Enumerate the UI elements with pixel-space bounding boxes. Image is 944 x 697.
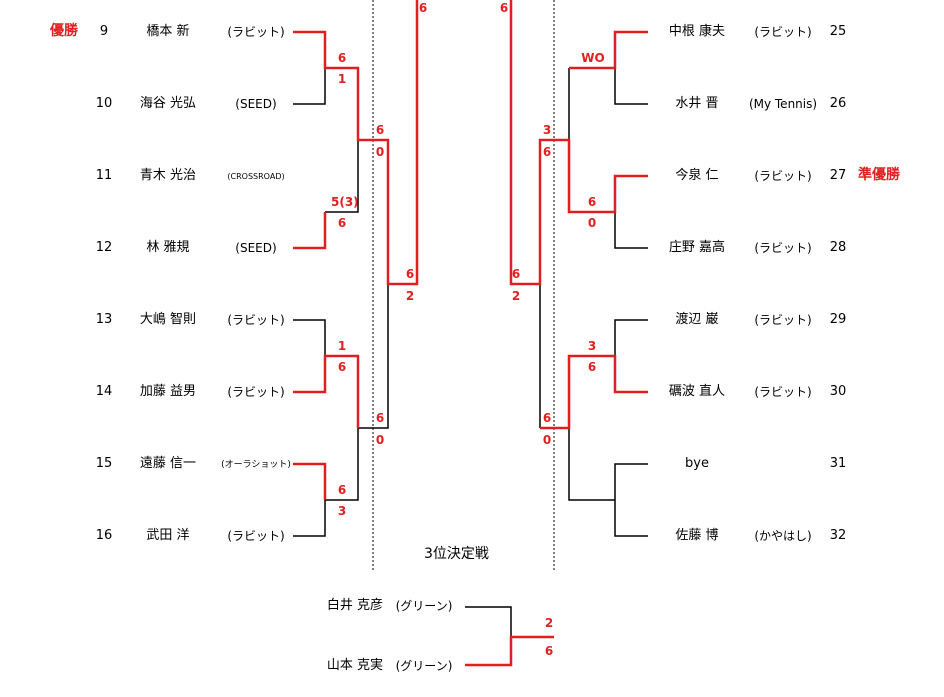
right-loser-lines bbox=[539, 68, 648, 537]
player-name: bye bbox=[685, 456, 709, 471]
left-winner-lines bbox=[293, 0, 419, 500]
player-seed: 29 bbox=[829, 312, 847, 327]
third-place-title: 3位決定戦 bbox=[424, 546, 489, 562]
player-club: (グリーン) bbox=[395, 659, 453, 673]
player-name: 庄野 嘉高 bbox=[668, 240, 726, 255]
player-club: (ラビット) bbox=[754, 25, 812, 39]
player-seed: 27 bbox=[829, 168, 847, 183]
player-seed: 30 bbox=[829, 384, 847, 399]
player-name: 渡辺 巌 bbox=[675, 312, 719, 327]
runner-up-label: 準優勝 bbox=[858, 167, 900, 183]
player-club: (My Tennis) bbox=[748, 97, 818, 111]
player-name: 水井 晋 bbox=[675, 96, 719, 111]
player-club: (ラビット) bbox=[227, 385, 285, 399]
player-seed: 16 bbox=[95, 528, 113, 543]
score-label: 6 bbox=[587, 360, 597, 374]
score-label: 2 bbox=[405, 289, 415, 303]
player-name: 加藤 益男 bbox=[139, 384, 197, 399]
score-label: 1 bbox=[337, 339, 347, 353]
player-club: (グリーン) bbox=[395, 599, 453, 613]
player-seed: 25 bbox=[829, 24, 847, 39]
player-club: (ラビット) bbox=[754, 241, 812, 255]
champion-label: 優勝 bbox=[50, 23, 78, 39]
left-loser-lines bbox=[293, 68, 389, 537]
score-label: 6 bbox=[375, 411, 385, 425]
player-seed: 14 bbox=[95, 384, 113, 399]
player-seed: 15 bbox=[95, 456, 113, 471]
score-label: 6 bbox=[587, 195, 597, 209]
player-name: 林 雅規 bbox=[146, 240, 190, 255]
third-place-lines bbox=[465, 606, 554, 667]
player-name: 大嶋 智則 bbox=[139, 312, 197, 327]
score-label: 2 bbox=[511, 289, 521, 303]
player-name: 佐藤 博 bbox=[675, 528, 719, 543]
player-club: (ラビット) bbox=[227, 25, 285, 39]
player-seed: 11 bbox=[95, 168, 113, 183]
score-label: 6 bbox=[499, 1, 509, 15]
player-name: 青木 光治 bbox=[139, 168, 197, 183]
player-club: (SEED) bbox=[235, 241, 277, 255]
player-seed: 13 bbox=[95, 312, 113, 327]
score-label: 1 bbox=[337, 72, 347, 86]
player-club: (ラビット) bbox=[754, 169, 812, 183]
score-label: 2 bbox=[544, 616, 554, 630]
score-label: 6 bbox=[542, 411, 552, 425]
player-name: 白井 克彦 bbox=[326, 598, 384, 613]
score-label: 3 bbox=[337, 504, 347, 518]
player-name: 武田 洋 bbox=[146, 528, 190, 543]
score-label: 0 bbox=[542, 433, 552, 447]
score-label: 3 bbox=[542, 123, 552, 137]
score-label: WO bbox=[581, 51, 605, 65]
score-label: 6 bbox=[375, 123, 385, 137]
player-name: 山本 克実 bbox=[326, 658, 384, 673]
player-name: 今泉 仁 bbox=[675, 168, 719, 183]
player-name: 遠藤 信一 bbox=[139, 456, 197, 471]
player-seed: 32 bbox=[829, 528, 847, 543]
player-club: (ラビット) bbox=[227, 529, 285, 543]
player-name: 海谷 光弘 bbox=[139, 96, 197, 111]
player-club: (CROSSROAD) bbox=[227, 172, 285, 181]
player-club: (かやはし) bbox=[754, 529, 812, 543]
score-label: 6 bbox=[418, 1, 428, 15]
score-label: 6 bbox=[337, 483, 347, 497]
score-label: 0 bbox=[375, 145, 385, 159]
score-label: 6 bbox=[405, 267, 415, 281]
player-seed: 10 bbox=[95, 96, 113, 111]
player-seed: 26 bbox=[829, 96, 847, 111]
score-label: 6 bbox=[337, 216, 347, 230]
score-label: 0 bbox=[587, 216, 597, 230]
player-club: (ラビット) bbox=[227, 313, 285, 327]
right-winner-lines bbox=[509, 0, 648, 430]
player-name: 中根 康夫 bbox=[668, 24, 726, 39]
score-label: 6 bbox=[337, 51, 347, 65]
score-label: 6 bbox=[511, 267, 521, 281]
player-club: (オーラショット) bbox=[221, 460, 291, 470]
score-label: 6 bbox=[542, 145, 552, 159]
score-label: 6 bbox=[337, 360, 347, 374]
score-label: 6 bbox=[544, 644, 554, 658]
player-club: (SEED) bbox=[235, 97, 277, 111]
player-seed: 12 bbox=[95, 240, 113, 255]
player-name: 橋本 新 bbox=[146, 24, 190, 39]
player-club: (ラビット) bbox=[754, 313, 812, 327]
player-seed: 31 bbox=[829, 456, 847, 471]
player-club: (ラビット) bbox=[754, 385, 812, 399]
score-label: 3 bbox=[587, 339, 597, 353]
player-seed: 9 bbox=[99, 24, 109, 39]
player-name: 礪波 直人 bbox=[668, 384, 726, 399]
player-seed: 28 bbox=[829, 240, 847, 255]
score-label: 0 bbox=[375, 433, 385, 447]
score-label: 5(3) bbox=[331, 195, 359, 209]
